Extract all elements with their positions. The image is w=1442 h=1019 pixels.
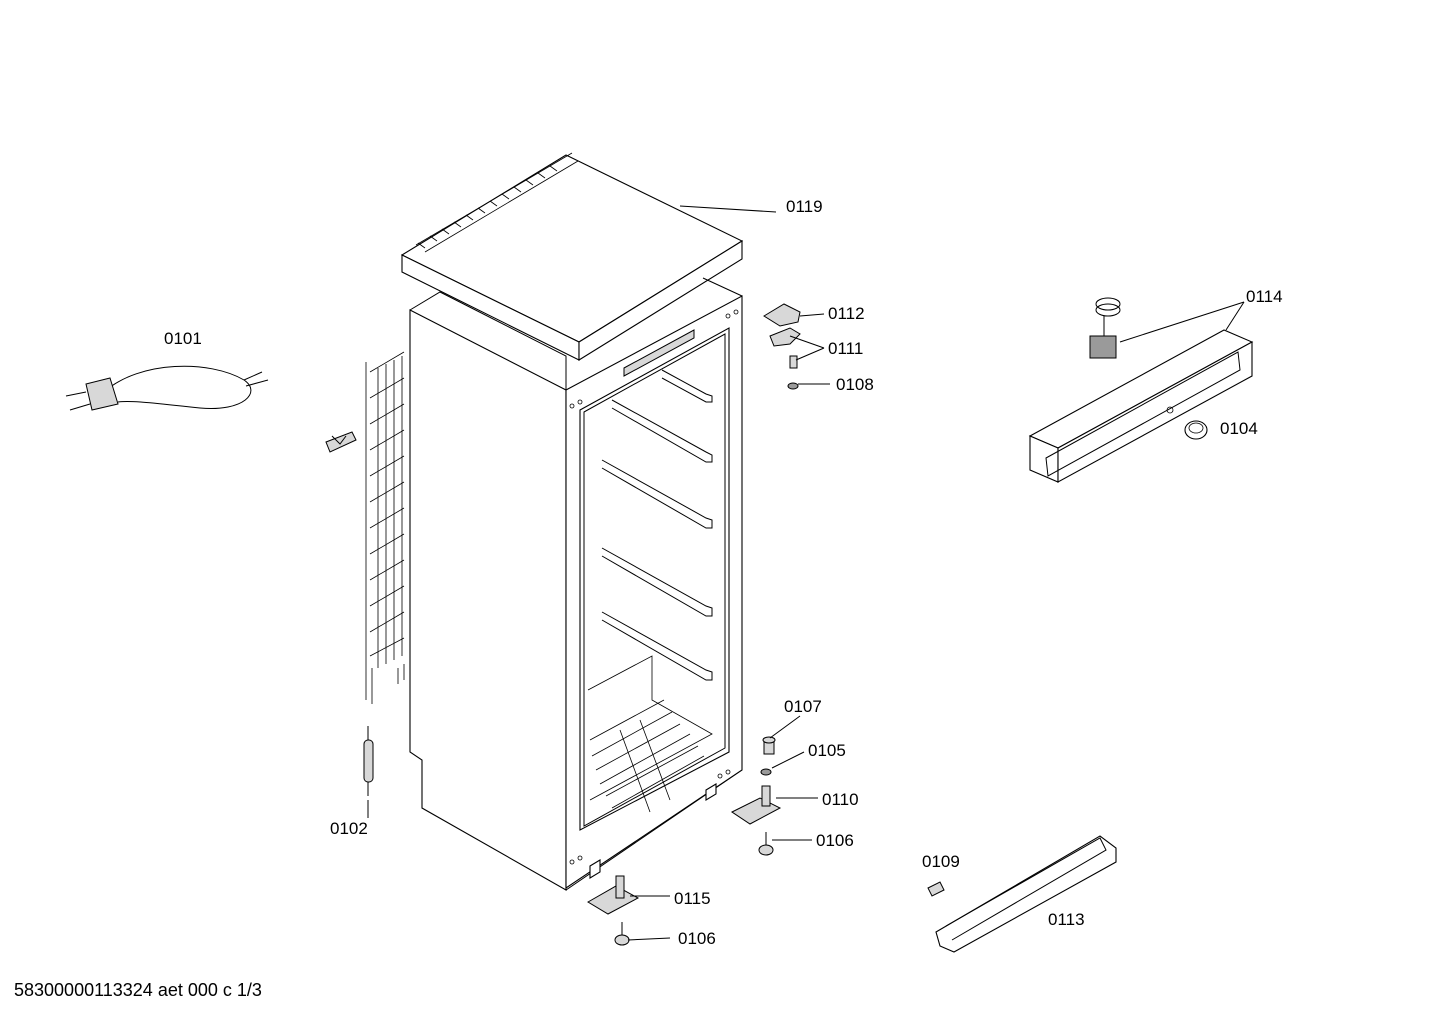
callout-0109: 0109 [922, 852, 960, 871]
door-handle-part [935, 835, 1117, 953]
worktop-cover-part [400, 152, 744, 361]
callout-0106-lower: 0106 [678, 929, 716, 948]
hinge-pin-part [762, 736, 776, 755]
lower-hinge-bracket-part [587, 875, 640, 915]
power-cord-part [65, 365, 269, 411]
thermostat-part [1089, 297, 1121, 359]
cabinet-body-part [325, 277, 743, 891]
foot-screw-part-2 [614, 922, 630, 946]
condenser-clip-part [325, 431, 357, 453]
hinge-cover-part [763, 303, 801, 327]
callout-0107: 0107 [784, 697, 822, 716]
callout-0106-upper: 0106 [816, 831, 854, 850]
callout-0105: 0105 [808, 741, 846, 760]
callout-0113: 0113 [1048, 910, 1085, 929]
callout-0111: 0111 [828, 339, 863, 358]
washer-part [787, 382, 799, 390]
callout-0114: 0114 [1246, 287, 1283, 306]
foot-screw-part [758, 832, 774, 856]
callout-0119: 0119 [786, 197, 823, 216]
leader-lines [367, 205, 1245, 941]
callout-0110: 0110 [822, 790, 859, 809]
control-panel-part [1028, 329, 1254, 483]
hinge-bracket-part [769, 327, 801, 369]
callout-0112: 0112 [828, 304, 865, 323]
callout-0104: 0104 [1220, 419, 1258, 438]
callout-0115: 0115 [674, 889, 711, 908]
callout-0101: 0101 [164, 329, 202, 348]
document-code: 58300000113324 aet 000 c 1/3 [14, 980, 262, 1000]
callout-0108: 0108 [836, 375, 874, 394]
callout-0102: 0102 [330, 819, 368, 838]
control-knob-part [1184, 420, 1208, 440]
lower-hinge-part [731, 785, 782, 825]
callout-labels: 0119 0101 0112 0111 0108 0114 0104 0107 … [164, 197, 1283, 948]
dryer-filter-part [363, 726, 374, 796]
handle-clip-part [927, 881, 945, 897]
hinge-washer-part [760, 768, 772, 776]
